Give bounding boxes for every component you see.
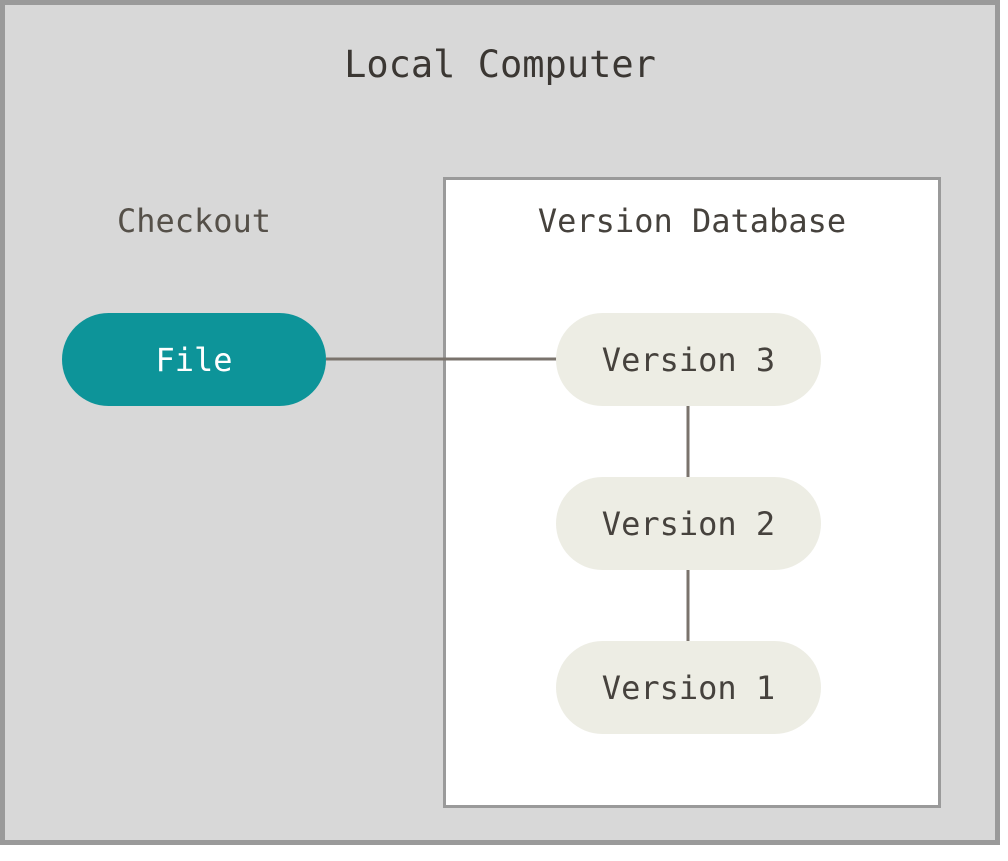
node-version-2[interactable]: Version 2 — [556, 477, 821, 570]
node-version-3[interactable]: Version 3 — [556, 313, 821, 406]
page-title: Local Computer — [344, 43, 656, 86]
checkout-label: Checkout — [116, 202, 272, 240]
node-file[interactable]: File — [62, 313, 326, 406]
node-version-1[interactable]: Version 1 — [556, 641, 821, 734]
version-database-label: Version Database — [537, 202, 847, 240]
